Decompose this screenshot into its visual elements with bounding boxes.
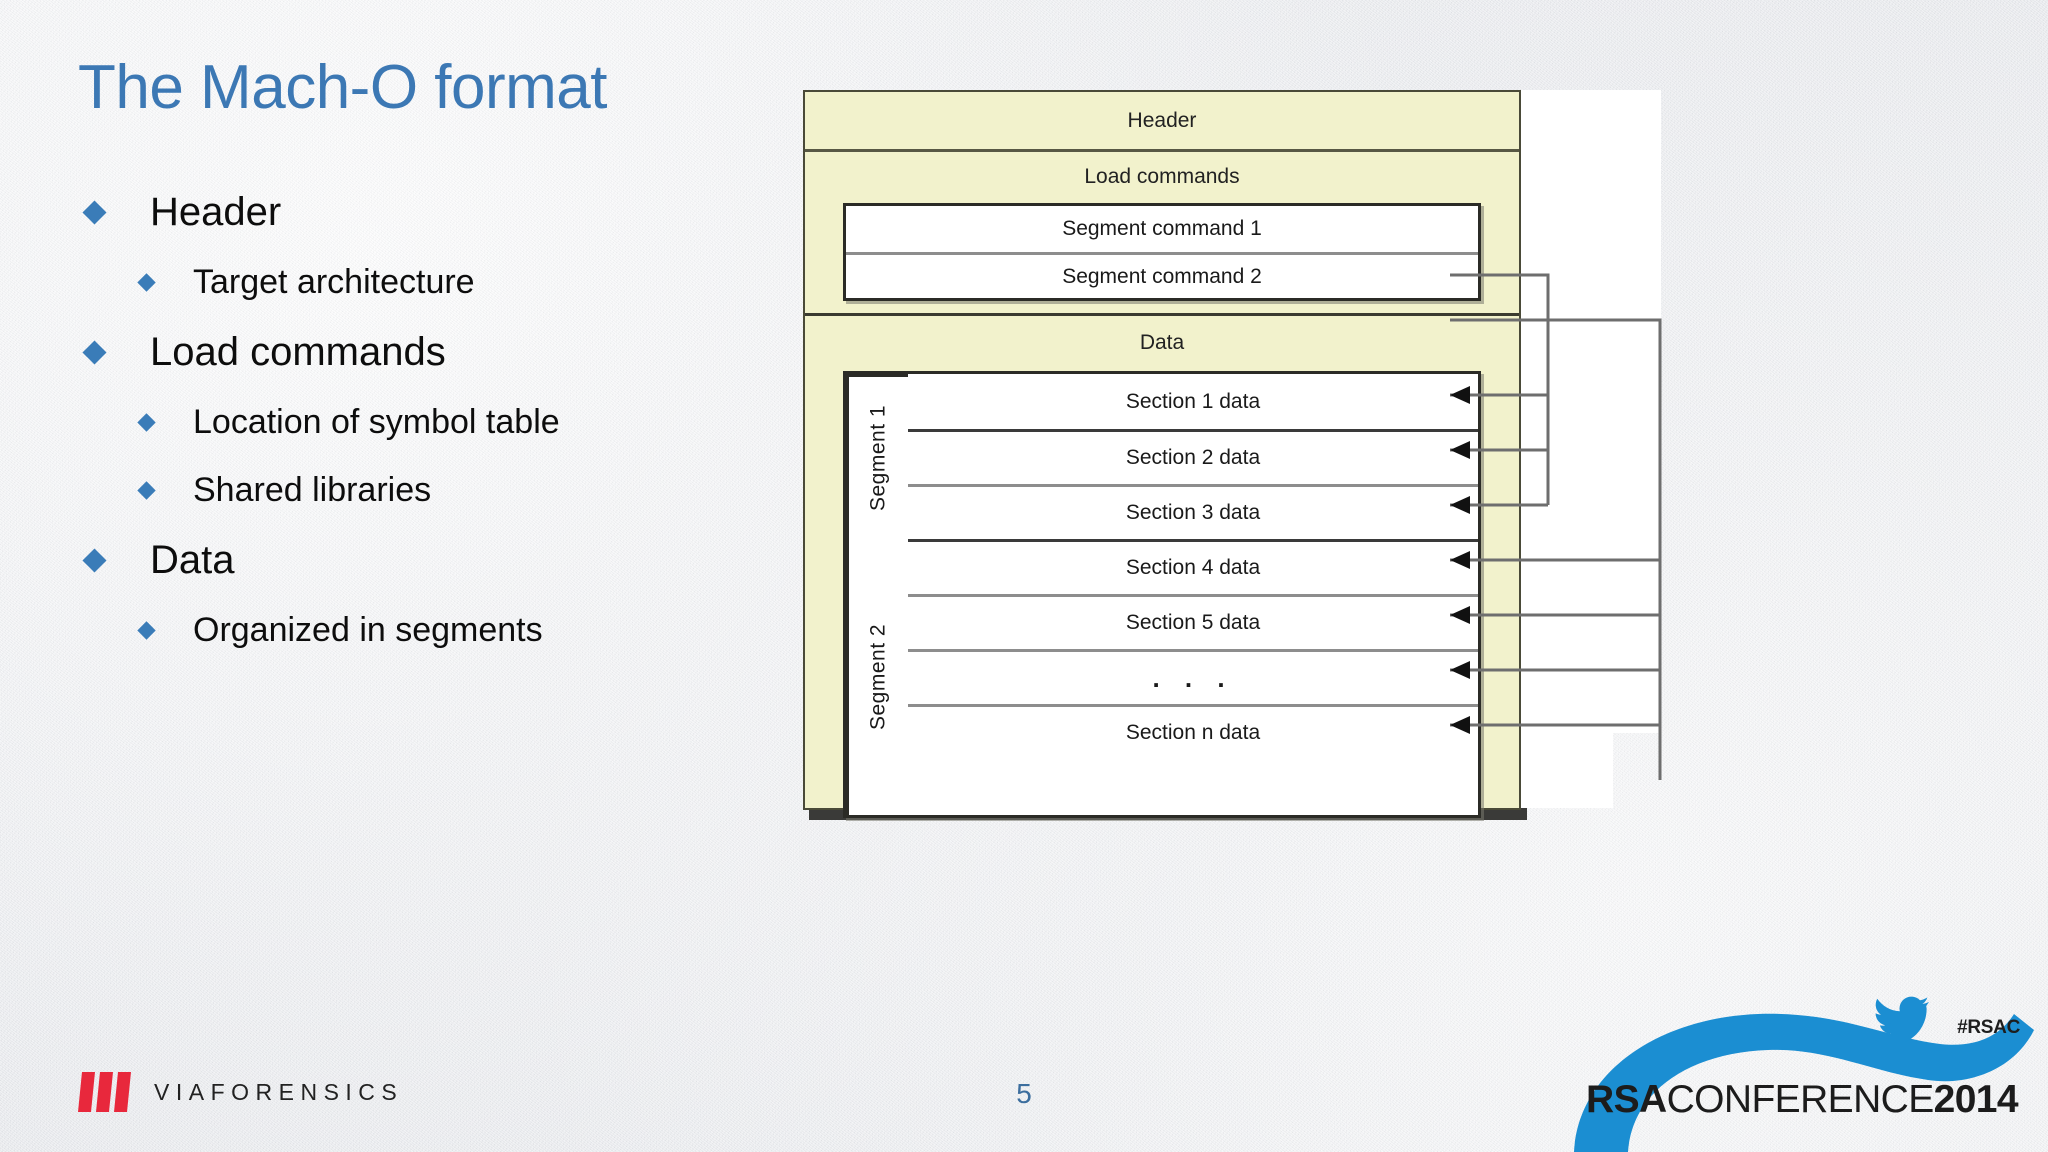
page-title: The Mach-O format <box>78 53 607 122</box>
header-band-label: Header <box>1127 108 1197 132</box>
list-item-label: Organized in segments <box>193 610 543 649</box>
twitter-bird-icon <box>1874 996 1929 1042</box>
diagram-data-band: Data Segment 1 Segment 2 Section 1 data … <box>805 319 1519 818</box>
rsac-hashtag: #RSAC <box>1957 1017 2020 1038</box>
diamond-bullet-icon <box>137 620 156 640</box>
list-item: Header <box>78 176 778 248</box>
section-row: Section 5 data <box>908 594 1478 649</box>
rsac-conference-text: CONFERENCE <box>1666 1078 1935 1121</box>
diamond-bullet-icon <box>137 412 156 432</box>
list-item: Location of symbol table <box>78 388 778 456</box>
viaforensics-mark-icon <box>78 1072 131 1112</box>
section-row: Section 1 data <box>1125 389 1261 413</box>
list-item-label: Data <box>150 537 235 582</box>
list-item: Data <box>78 524 778 596</box>
diagram-header-band: Header <box>805 92 1519 152</box>
rsac-year: 2014 <box>1933 1078 2019 1121</box>
list-item-label: Load commands <box>150 329 446 374</box>
section-rows-column: Section 1 data Section 2 data Section 3 … <box>908 374 1478 815</box>
viaforensics-wordmark: VIAFORENSICS <box>154 1078 404 1105</box>
load-commands-band-label: Load commands <box>1084 165 1240 188</box>
macho-format-diagram: Header Load commands Segment command 1 S… <box>803 90 1527 820</box>
load-command-box-group: Segment command 1 Segment command 2 <box>843 203 1481 301</box>
section-row-ellipsis: . . . <box>908 649 1478 704</box>
list-item: Shared libraries <box>78 456 778 524</box>
load-command-row: Segment command 2 <box>846 252 1478 298</box>
rsac-conference-wordmark: RSACONFERENCE2014 <box>1586 1078 2019 1122</box>
section-row: Section 3 data <box>908 484 1478 539</box>
list-item-label: Shared libraries <box>193 470 432 509</box>
bullet-list: Header Target architecture Load commands… <box>78 176 778 664</box>
list-item-label: Location of symbol table <box>193 402 560 441</box>
rsac-swoosh-graphic <box>1574 1013 2034 1152</box>
diamond-bullet-icon <box>82 547 107 573</box>
list-item-label: Target architecture <box>193 262 475 301</box>
diamond-bullet-icon <box>82 199 107 225</box>
segment-label: Segment 2 <box>846 539 908 815</box>
diamond-bullet-icon <box>82 339 107 365</box>
section-row: Section n data <box>908 704 1478 759</box>
load-command-row: Segment command 1 <box>846 206 1478 252</box>
viaforensics-logo: VIAFORENSICS <box>78 1072 403 1112</box>
diagram-body: Header Load commands Segment command 1 S… <box>803 90 1521 818</box>
list-item-label: Header <box>150 189 282 234</box>
diamond-bullet-icon <box>137 480 156 500</box>
overlay-white-panel-outer <box>1521 90 1661 733</box>
list-item: Target architecture <box>78 248 778 316</box>
page-number: 5 <box>1016 1078 1032 1109</box>
diamond-bullet-icon <box>137 272 156 292</box>
section-row: Section 2 data <box>908 429 1478 484</box>
diagram-load-commands-band: Load commands Segment command 1 Segment … <box>805 155 1519 316</box>
section-row: Section 4 data <box>908 539 1478 594</box>
segment-label-column: Segment 1 Segment 2 <box>846 374 908 815</box>
list-item: Organized in segments <box>78 596 778 664</box>
segment-label: Segment 1 <box>846 374 908 539</box>
list-item: Load commands <box>78 316 778 388</box>
segment-section-table: Segment 1 Segment 2 Section 1 data Secti… <box>843 371 1481 818</box>
data-band-label: Data <box>1139 331 1185 354</box>
rsac-brand: RSA <box>1586 1078 1667 1121</box>
